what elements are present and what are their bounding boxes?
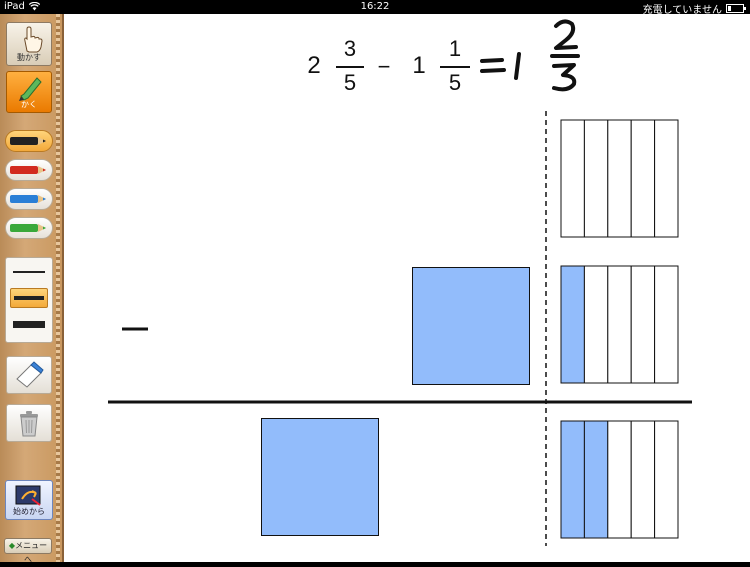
fraction-strip-cell xyxy=(630,119,656,238)
fraction-strips xyxy=(560,119,679,539)
line-width-panel xyxy=(5,257,53,343)
draw-tool-button[interactable]: かく xyxy=(6,71,52,113)
fraction-strip-row xyxy=(560,420,679,539)
line-width-medium-button[interactable] xyxy=(10,288,48,308)
term2-whole: 1 xyxy=(412,52,426,79)
status-right: 充電していません xyxy=(642,1,746,16)
fraction-strip-cell xyxy=(654,119,679,238)
term1-denominator: 5 xyxy=(343,70,357,95)
tool-sidebar: 動かす かく xyxy=(0,14,64,564)
term1-whole: 2 xyxy=(307,52,321,79)
move-tool-label: 動かす xyxy=(17,53,41,62)
fraction-strip-cell xyxy=(607,119,632,238)
pencil-blue-button[interactable] xyxy=(5,188,53,210)
back-arrow-icon: ◆ xyxy=(8,541,16,550)
draw-tool-label: かく xyxy=(21,100,37,109)
term1-numerator: 3 xyxy=(343,36,357,61)
fraction-strip-cell xyxy=(607,265,632,384)
red-pencil-icon xyxy=(10,166,46,174)
menu-button[interactable]: ◆メニューへ xyxy=(4,538,52,564)
wifi-icon xyxy=(28,2,40,11)
device-name: iPad xyxy=(4,1,25,12)
status-bar: iPad 16:22 充電していません xyxy=(0,0,750,16)
fraction-strip-cell xyxy=(583,265,609,384)
trash-icon xyxy=(20,411,38,437)
restart-board-icon xyxy=(15,485,41,506)
trash-button[interactable] xyxy=(6,404,52,442)
fraction-strip-row xyxy=(560,265,679,384)
status-left: iPad xyxy=(4,1,40,12)
fraction-strip-cell xyxy=(654,265,679,384)
blue-pencil-icon xyxy=(10,195,46,203)
pencil-black-button[interactable] xyxy=(5,130,53,152)
line-width-thick-button[interactable] xyxy=(10,314,48,334)
pencil-green-button[interactable] xyxy=(5,217,53,239)
hand-pointer-icon xyxy=(24,26,43,53)
fraction-strip-cell xyxy=(630,420,656,539)
fraction-strip-cell xyxy=(560,265,585,384)
fraction-strip-cell xyxy=(560,420,585,539)
fraction-strip-cell xyxy=(583,420,609,539)
whole-unit-square-top xyxy=(412,267,530,385)
drawing-canvas[interactable]: 2 3 5 − 1 1 5 xyxy=(64,14,750,562)
restart-button[interactable]: 始めから xyxy=(5,480,53,520)
charging-status: 充電していません xyxy=(642,5,722,16)
black-pencil-icon xyxy=(10,137,46,145)
menu-label: メニューへ xyxy=(15,541,48,564)
move-tool-button[interactable]: 動かす xyxy=(6,22,52,66)
status-time: 16:22 xyxy=(360,1,390,12)
whole-unit-square-bottom xyxy=(261,418,379,536)
restart-label: 始めから xyxy=(13,507,45,516)
term2-fraction-bar xyxy=(440,66,470,68)
fraction-strip-cell xyxy=(607,420,632,539)
fraction-strip-cell xyxy=(654,420,679,539)
fraction-strip-cell xyxy=(583,119,609,238)
pencil-red-button[interactable] xyxy=(5,159,53,181)
eraser-button[interactable] xyxy=(6,356,52,394)
term2-numerator: 1 xyxy=(448,36,462,61)
term1-fraction-bar xyxy=(336,66,364,68)
battery-icon xyxy=(726,4,746,13)
handwritten-answer xyxy=(480,19,580,92)
eraser-icon xyxy=(16,361,44,388)
pencil-icon xyxy=(19,77,42,101)
line-width-thin-button[interactable] xyxy=(10,262,48,282)
fraction-strip-cell xyxy=(630,265,656,384)
workspace-drawings xyxy=(108,19,692,546)
fraction-strip-cell xyxy=(560,119,585,238)
green-pencil-icon xyxy=(10,224,46,232)
minus-operator: − xyxy=(377,54,391,79)
term2-denominator: 5 xyxy=(448,70,462,95)
fraction-strip-row xyxy=(560,119,679,238)
